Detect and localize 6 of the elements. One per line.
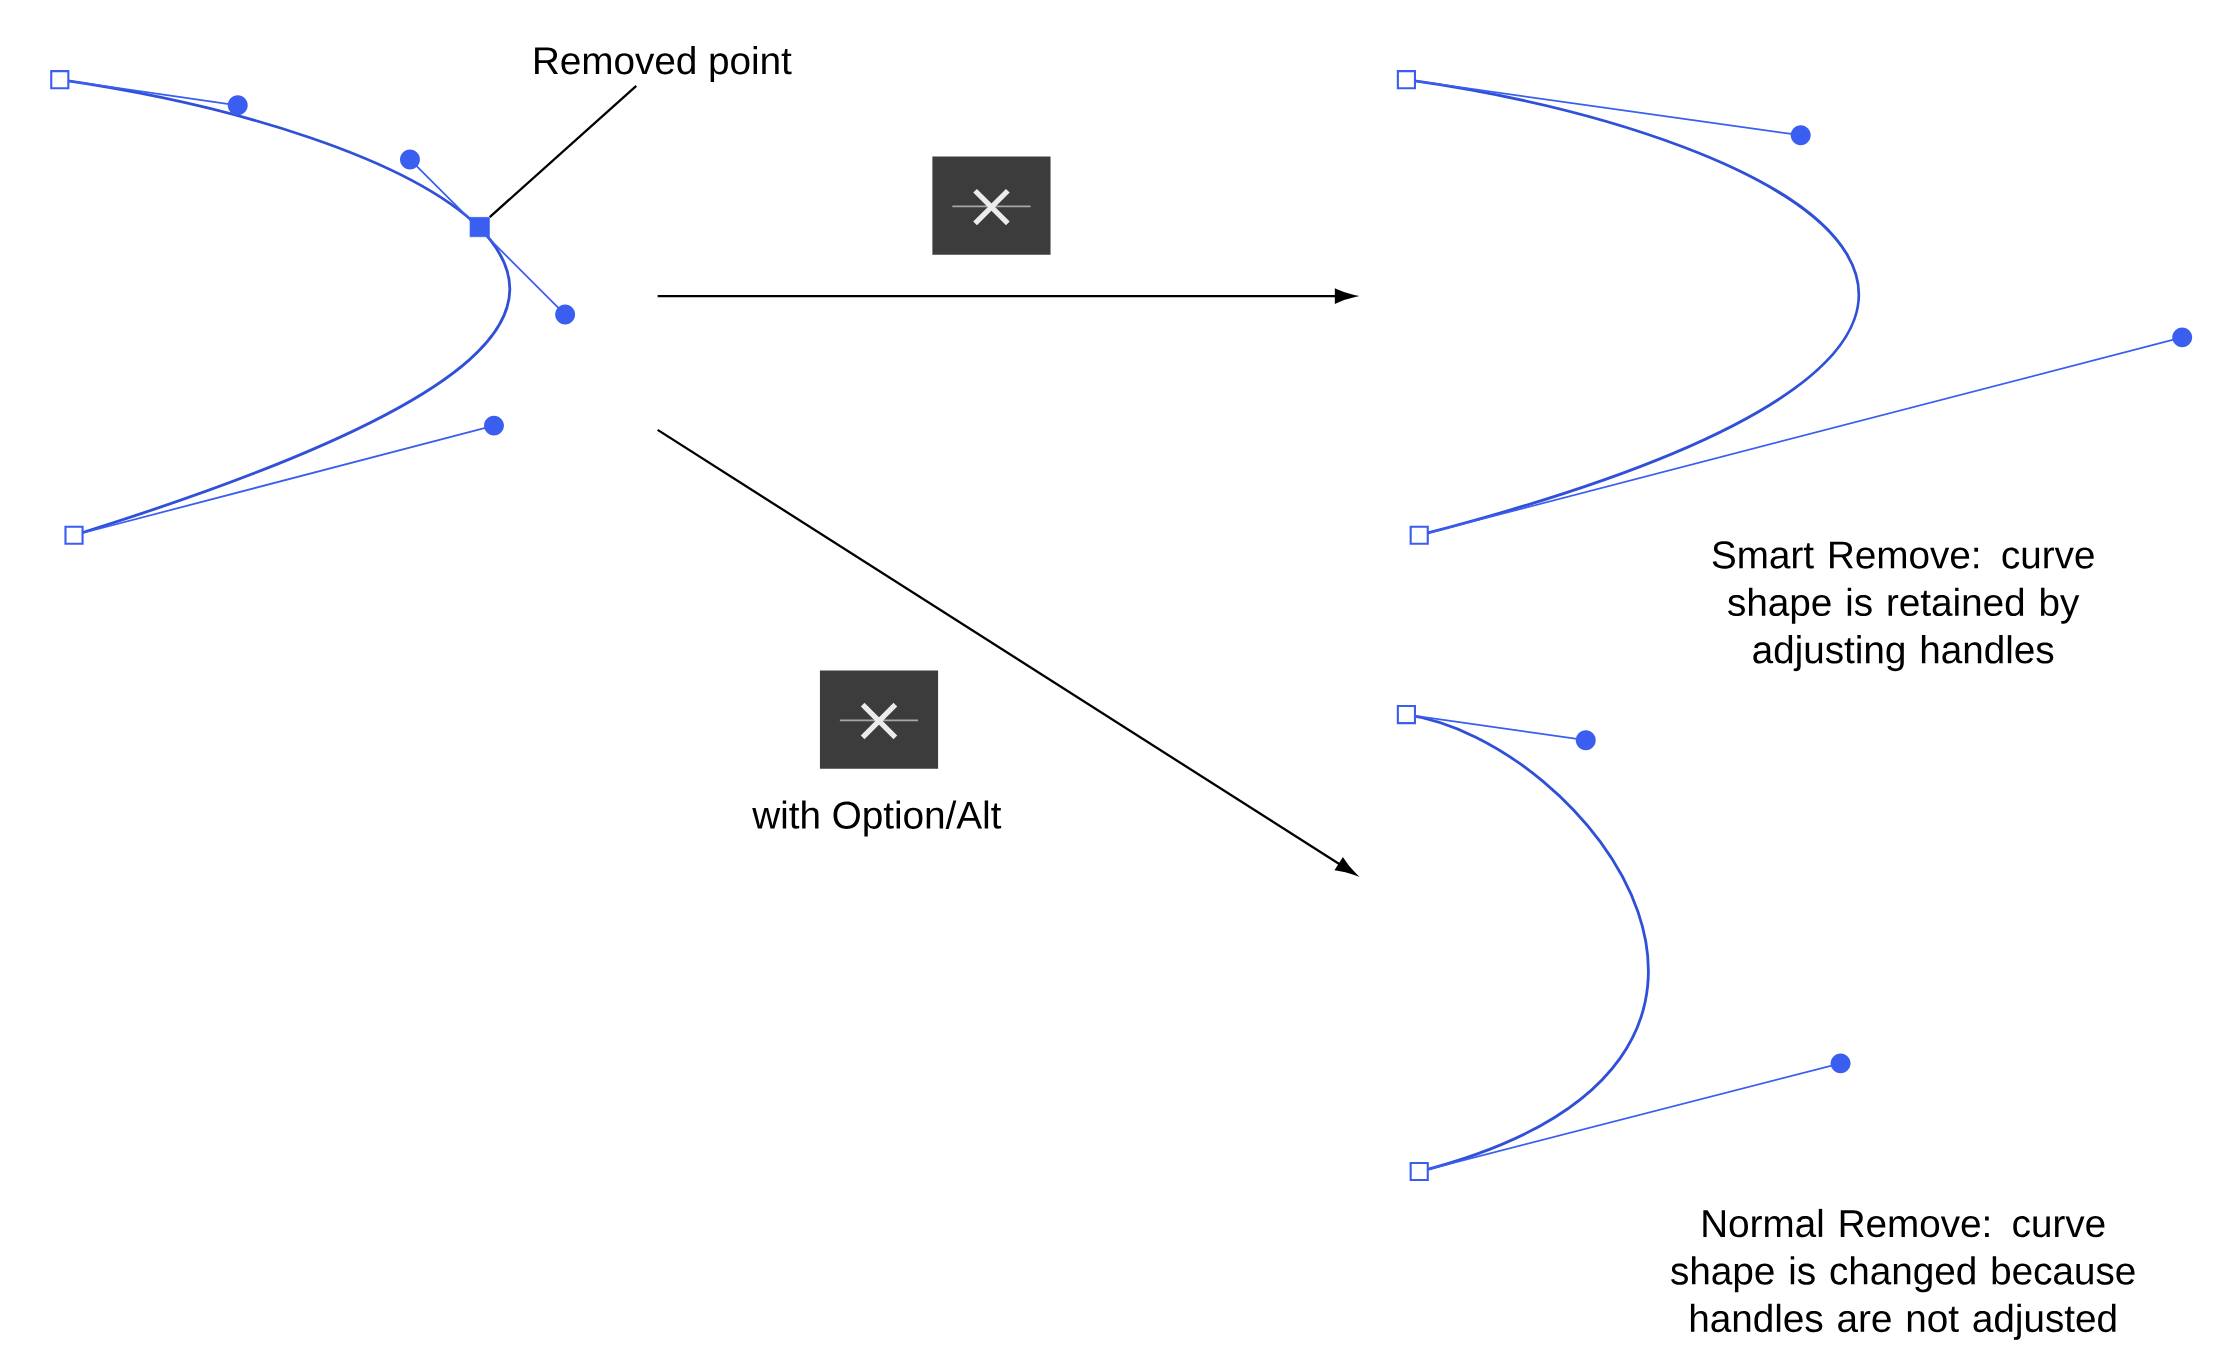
arrow bbox=[657, 289, 1356, 304]
leader-line bbox=[488, 85, 638, 219]
curve-caption: Normal Remove: curve shape is changed because handles are not adjusted bbox=[1671, 1209, 2135, 1340]
callout-text: Removed point bbox=[535, 46, 792, 83]
anchor-point bbox=[469, 217, 490, 238]
curve-caption: Smart Remove: curve shape is retained by adjusting handles bbox=[1712, 541, 2094, 672]
